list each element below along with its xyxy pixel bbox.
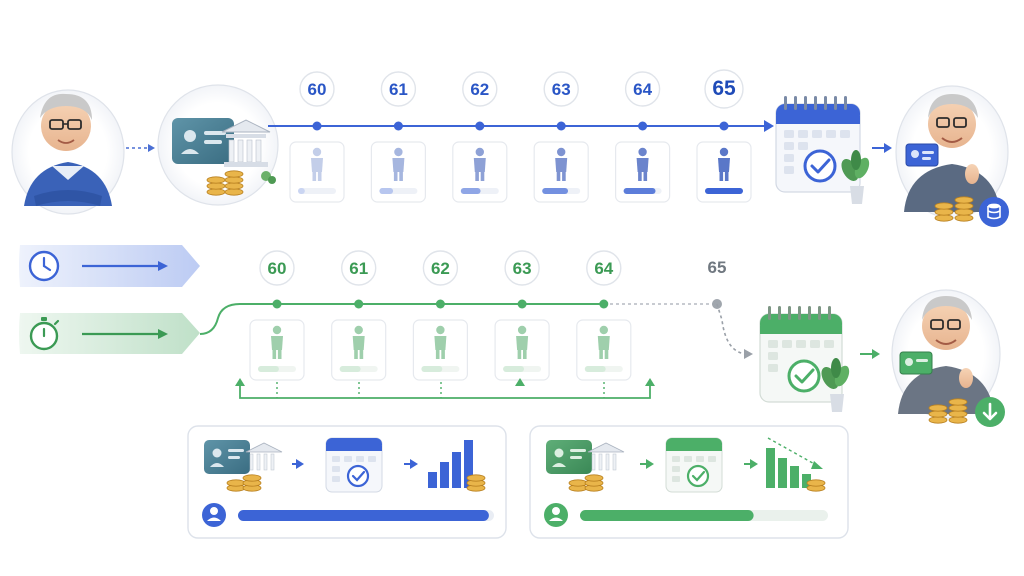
age-bubble bbox=[586, 250, 622, 286]
early-loop-path bbox=[239, 384, 651, 399]
early-progress-fill bbox=[580, 510, 754, 521]
milestone-progress-fill bbox=[379, 188, 394, 194]
calendar-check-icon-early bbox=[759, 306, 850, 412]
age-bubble bbox=[624, 71, 661, 107]
age-label: 61 bbox=[389, 80, 408, 99]
milestone-progress-fill bbox=[298, 188, 305, 194]
milestone-dot bbox=[599, 299, 609, 309]
stopwatch-icon bbox=[29, 317, 60, 351]
milestone-progress-fill bbox=[542, 188, 569, 194]
early-milestones: 60 61 62 63 64 bbox=[249, 250, 632, 381]
person-icon bbox=[352, 325, 365, 359]
milestone-dot bbox=[393, 121, 403, 131]
age-label: 60 bbox=[308, 80, 327, 99]
pension-card-icon bbox=[204, 440, 283, 492]
early-row-badge bbox=[19, 313, 200, 354]
clock-icon bbox=[28, 250, 60, 282]
milestone-progress-fill bbox=[258, 366, 279, 372]
standard-row-badge bbox=[19, 245, 200, 287]
early-summary-card bbox=[529, 425, 849, 539]
person-icon bbox=[555, 147, 568, 181]
standard-summary-card bbox=[187, 425, 507, 539]
age-label: 62 bbox=[431, 259, 450, 278]
standard-timeline-arrowhead bbox=[764, 120, 774, 132]
age-bubble bbox=[504, 250, 540, 286]
milestone-progress-track bbox=[298, 188, 336, 194]
milestone-dot bbox=[475, 121, 485, 131]
age-bubble bbox=[341, 250, 377, 286]
calendar-check-icon-small bbox=[325, 437, 383, 493]
milestone-dot bbox=[354, 299, 364, 309]
age-bubble bbox=[422, 250, 459, 286]
coin-stack-icon bbox=[979, 197, 1009, 227]
milestone-progress-fill bbox=[421, 366, 443, 372]
calendar-check-icon-small-early bbox=[665, 437, 723, 493]
milestone-dot bbox=[556, 121, 566, 131]
retiree-portrait-early-outcome bbox=[891, 289, 1001, 424]
rising-bars-icon bbox=[428, 440, 486, 492]
milestone-progress-fill bbox=[705, 188, 743, 194]
age-bubble bbox=[543, 71, 579, 107]
standard-milestones: 60 61 62 63 64 65 bbox=[289, 69, 752, 203]
age-label: 61 bbox=[349, 259, 368, 278]
milestone-dot bbox=[719, 121, 729, 131]
age-label: 64 bbox=[594, 259, 613, 278]
person-icon bbox=[597, 325, 610, 359]
person-icon bbox=[516, 325, 529, 359]
user-avatar-icon bbox=[202, 503, 226, 527]
age-label: 62 bbox=[470, 80, 489, 99]
retiree-portrait-start bbox=[11, 89, 125, 215]
milestone-dot bbox=[272, 299, 282, 309]
pension-bank-card bbox=[157, 84, 279, 206]
milestone-dot bbox=[517, 299, 527, 309]
age-bubble bbox=[462, 71, 498, 107]
age-label: 65 bbox=[712, 77, 736, 100]
standard-progress-fill bbox=[238, 510, 489, 521]
age-label: 63 bbox=[513, 259, 532, 278]
pension-card-icon-early bbox=[546, 440, 625, 492]
age-bubble bbox=[259, 250, 295, 286]
milestone-progress-fill bbox=[623, 188, 656, 194]
person-icon bbox=[311, 147, 323, 181]
milestone-dot bbox=[312, 121, 322, 131]
user-avatar-icon-early bbox=[544, 503, 568, 527]
age-label-skipped: 65 bbox=[708, 258, 727, 277]
calendar-check-icon bbox=[775, 96, 870, 204]
age-label: 64 bbox=[633, 80, 652, 99]
standard-path-row: 60 61 62 63 64 65 bbox=[11, 69, 1009, 227]
milestone-dot bbox=[638, 121, 648, 131]
milestone-progress-fill bbox=[584, 366, 606, 372]
person-icon bbox=[473, 147, 486, 181]
age-label: 63 bbox=[552, 80, 571, 99]
age-bubble bbox=[380, 71, 417, 107]
person-icon bbox=[636, 147, 649, 181]
retiree-portrait-standard-outcome bbox=[895, 85, 1009, 222]
age-bubble bbox=[704, 69, 744, 109]
person-icon bbox=[718, 147, 730, 181]
early-path-row: 60 61 62 63 64 bbox=[199, 250, 1005, 427]
milestone-dot bbox=[435, 299, 445, 309]
person-icon bbox=[392, 147, 405, 181]
early-timeline-axis bbox=[199, 303, 604, 335]
milestone-progress-fill bbox=[339, 366, 361, 372]
person-icon bbox=[271, 325, 283, 359]
age-label: 60 bbox=[268, 259, 287, 278]
down-arrow-icon bbox=[975, 397, 1005, 427]
milestone-progress-fill bbox=[460, 188, 481, 194]
declining-bars-icon bbox=[766, 437, 826, 492]
milestone-progress-fill bbox=[503, 366, 524, 372]
person-icon bbox=[434, 325, 447, 359]
age-bubble bbox=[299, 71, 335, 107]
